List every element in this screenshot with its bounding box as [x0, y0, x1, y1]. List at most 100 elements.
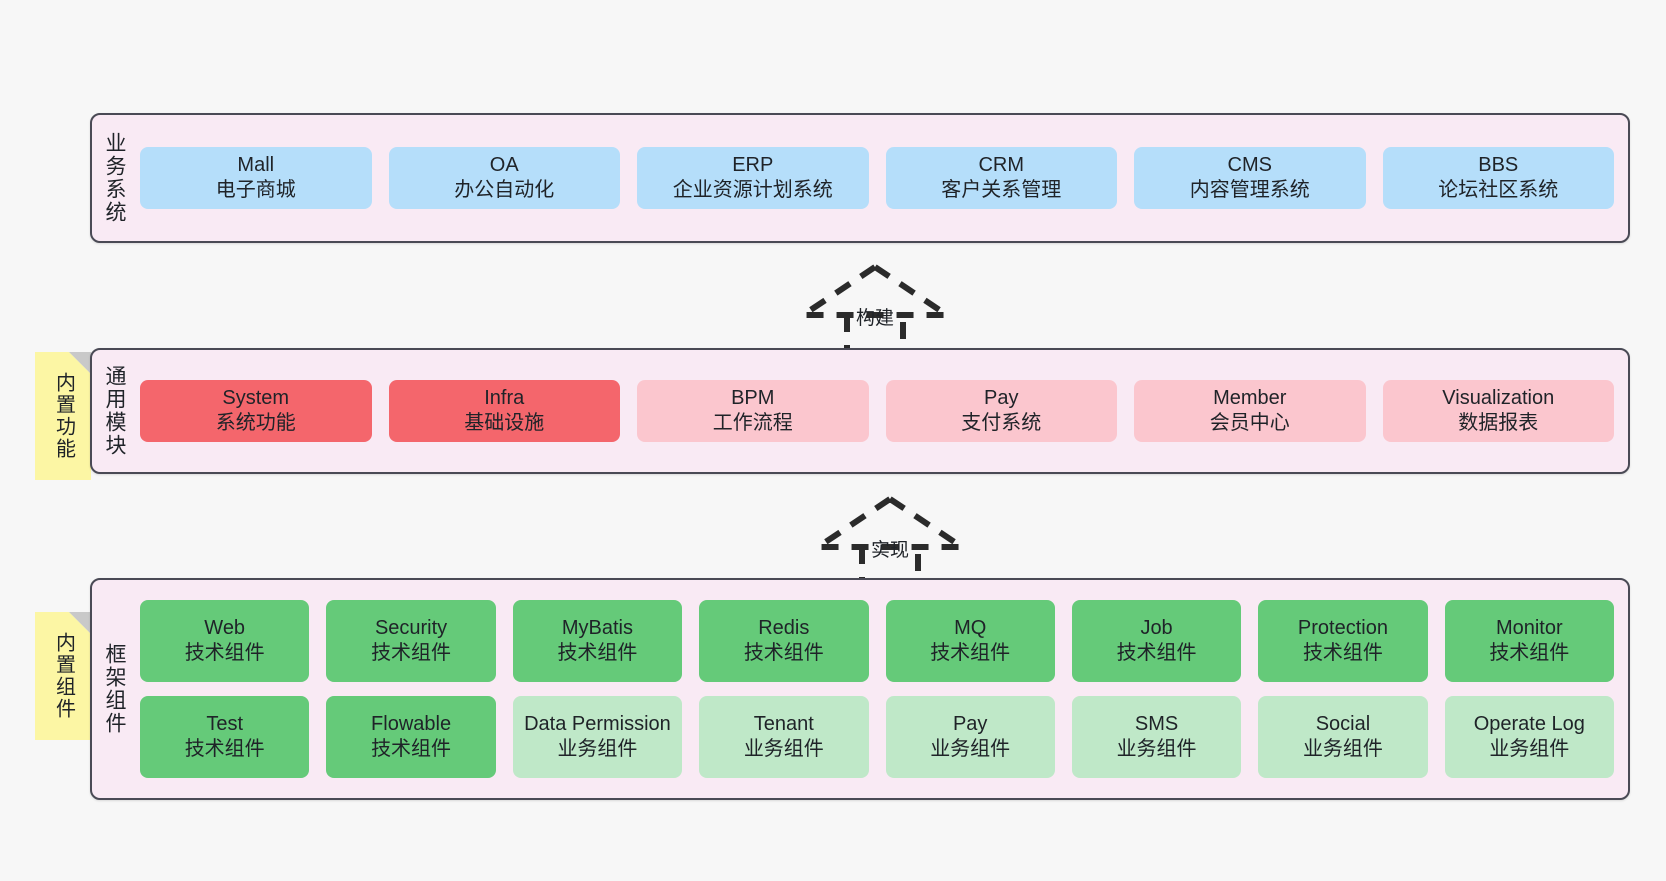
card-data-permission[interactable]: Data Permission 业务组件 — [512, 696, 683, 778]
layer-title-common-module: 通用模块 — [103, 365, 127, 457]
card-title: Member — [1213, 387, 1287, 409]
card-subtitle: 电子商城 — [215, 179, 296, 201]
card-tenant[interactable]: Tenant 业务组件 — [699, 696, 869, 778]
card-title: OA — [489, 154, 519, 176]
card-redis[interactable]: Redis 技术组件 — [699, 600, 869, 682]
card-crm[interactable]: CRM 客户关系管理 — [885, 147, 1117, 209]
card-title: Security — [374, 617, 448, 639]
card-subtitle: 技术组件 — [371, 738, 452, 760]
card-mall[interactable]: Mall 电子商城 — [140, 147, 372, 209]
card-mq[interactable]: MQ 技术组件 — [885, 600, 1055, 682]
card-erp[interactable]: ERP 企业资源计划系统 — [637, 147, 869, 209]
card-row: System 系统功能 Infra 基础设施 BPM 工作流程 Pay 支付系统… — [140, 380, 1614, 442]
layer-body-framework-component: Web 技术组件 Security 技术组件 MyBatis 技术组件 Redi… — [136, 580, 1628, 798]
layer-body-common-module: System 系统功能 Infra 基础设施 BPM 工作流程 Pay 支付系统… — [136, 350, 1628, 472]
card-test[interactable]: Test 技术组件 — [140, 696, 310, 778]
card-title: Test — [206, 713, 244, 735]
card-title: Visualization — [1442, 387, 1555, 409]
card-subtitle: 客户关系管理 — [941, 179, 1062, 201]
card-subtitle: 基础设施 — [464, 412, 545, 434]
card-title: Redis — [758, 617, 810, 639]
note-builtin-function: 内置功能 — [35, 352, 91, 480]
card-oa[interactable]: OA 办公自动化 — [388, 147, 620, 209]
card-subtitle: 业务组件 — [930, 738, 1011, 760]
card-subtitle: 企业资源计划系统 — [672, 179, 833, 201]
card-web[interactable]: Web 技术组件 — [140, 600, 310, 682]
card-title: Infra — [484, 387, 525, 409]
card-title: Job — [1140, 617, 1173, 639]
card-subtitle: 业务组件 — [1116, 738, 1197, 760]
card-subtitle: 论坛社区系统 — [1438, 179, 1559, 201]
card-title: Social — [1315, 713, 1371, 735]
card-title: CRM — [978, 154, 1025, 176]
card-subtitle: 技术组件 — [184, 738, 265, 760]
card-title: System — [222, 387, 290, 409]
note-label: 内置功能 — [52, 372, 75, 460]
card-title: Mall — [237, 154, 275, 176]
card-subtitle: 技术组件 — [371, 642, 452, 664]
card-security[interactable]: Security 技术组件 — [326, 600, 496, 682]
card-member[interactable]: Member 会员中心 — [1134, 380, 1366, 442]
card-row-tech: Web 技术组件 Security 技术组件 MyBatis 技术组件 Redi… — [140, 600, 1614, 682]
card-monitor[interactable]: Monitor 技术组件 — [1444, 600, 1614, 682]
card-subtitle: 会员中心 — [1209, 412, 1290, 434]
connector-build-label: 构建 — [855, 308, 895, 329]
note-label: 内置组件 — [52, 632, 75, 720]
card-infra[interactable]: Infra 基础设施 — [388, 380, 620, 442]
card-pay-module[interactable]: Pay 支付系统 — [885, 380, 1117, 442]
card-system[interactable]: System 系统功能 — [140, 380, 372, 442]
card-subtitle: 技术组件 — [184, 642, 265, 664]
layer-title-framework-component: 框架组件 — [103, 643, 127, 735]
card-title: BPM — [731, 387, 775, 409]
card-operate-log[interactable]: Operate Log 业务组件 — [1444, 696, 1614, 778]
card-protection[interactable]: Protection 技术组件 — [1258, 600, 1428, 682]
card-subtitle: 技术组件 — [930, 642, 1011, 664]
card-subtitle: 技术组件 — [1489, 642, 1570, 664]
card-subtitle: 系统功能 — [215, 412, 296, 434]
card-cms[interactable]: CMS 内容管理系统 — [1134, 147, 1366, 209]
card-flowable[interactable]: Flowable 技术组件 — [326, 696, 496, 778]
card-title: Pay — [952, 713, 988, 735]
card-title: MyBatis — [561, 617, 633, 639]
card-title: ERP — [732, 154, 774, 176]
card-subtitle: 业务组件 — [1302, 738, 1383, 760]
card-row: Mall 电子商城 OA 办公自动化 ERP 企业资源计划系统 CRM 客户关系… — [140, 147, 1614, 209]
card-title: Data Permission — [524, 713, 671, 735]
layer-body-business-system: Mall 电子商城 OA 办公自动化 ERP 企业资源计划系统 CRM 客户关系… — [136, 115, 1628, 241]
card-subtitle: 业务组件 — [1489, 738, 1570, 760]
card-title: Web — [204, 617, 246, 639]
card-sms[interactable]: SMS 业务组件 — [1071, 696, 1242, 778]
card-row-business: Test 技术组件 Flowable 技术组件 Data Permission … — [140, 696, 1614, 778]
card-bbs[interactable]: BBS 论坛社区系统 — [1382, 147, 1614, 209]
card-subtitle: 业务组件 — [557, 738, 638, 760]
card-title: CMS — [1227, 154, 1272, 176]
card-subtitle: 技术组件 — [1116, 642, 1197, 664]
card-pay-component[interactable]: Pay 业务组件 — [885, 696, 1055, 778]
layer-framework-component: 框架组件 Web 技术组件 Security 技术组件 MyBatis 技术组件… — [90, 578, 1630, 800]
layer-title-business-system: 业务系统 — [103, 132, 127, 224]
card-subtitle: 技术组件 — [1302, 642, 1383, 664]
card-title: Flowable — [371, 713, 452, 735]
card-subtitle: 技术组件 — [743, 642, 824, 664]
card-title: Tenant — [753, 713, 814, 735]
card-title: BBS — [1478, 154, 1519, 176]
card-mybatis[interactable]: MyBatis 技术组件 — [512, 600, 683, 682]
card-title: SMS — [1134, 713, 1179, 735]
card-subtitle: 数据报表 — [1458, 412, 1539, 434]
card-visualization[interactable]: Visualization 数据报表 — [1382, 380, 1614, 442]
connector-implement-label: 实现 — [870, 540, 910, 561]
card-subtitle: 内容管理系统 — [1189, 179, 1310, 201]
card-title: Operate Log — [1473, 713, 1585, 735]
card-social[interactable]: Social 业务组件 — [1258, 696, 1428, 778]
card-subtitle: 技术组件 — [557, 642, 638, 664]
card-bpm[interactable]: BPM 工作流程 — [637, 380, 869, 442]
card-job[interactable]: Job 技术组件 — [1071, 600, 1242, 682]
card-subtitle: 办公自动化 — [454, 179, 555, 201]
card-title: MQ — [954, 617, 987, 639]
note-builtin-component: 内置组件 — [35, 612, 91, 740]
card-subtitle: 业务组件 — [743, 738, 824, 760]
card-subtitle: 支付系统 — [961, 412, 1042, 434]
card-title: Protection — [1297, 617, 1388, 639]
layer-common-module: 通用模块 System 系统功能 Infra 基础设施 BPM 工作流程 Pay… — [90, 348, 1630, 474]
